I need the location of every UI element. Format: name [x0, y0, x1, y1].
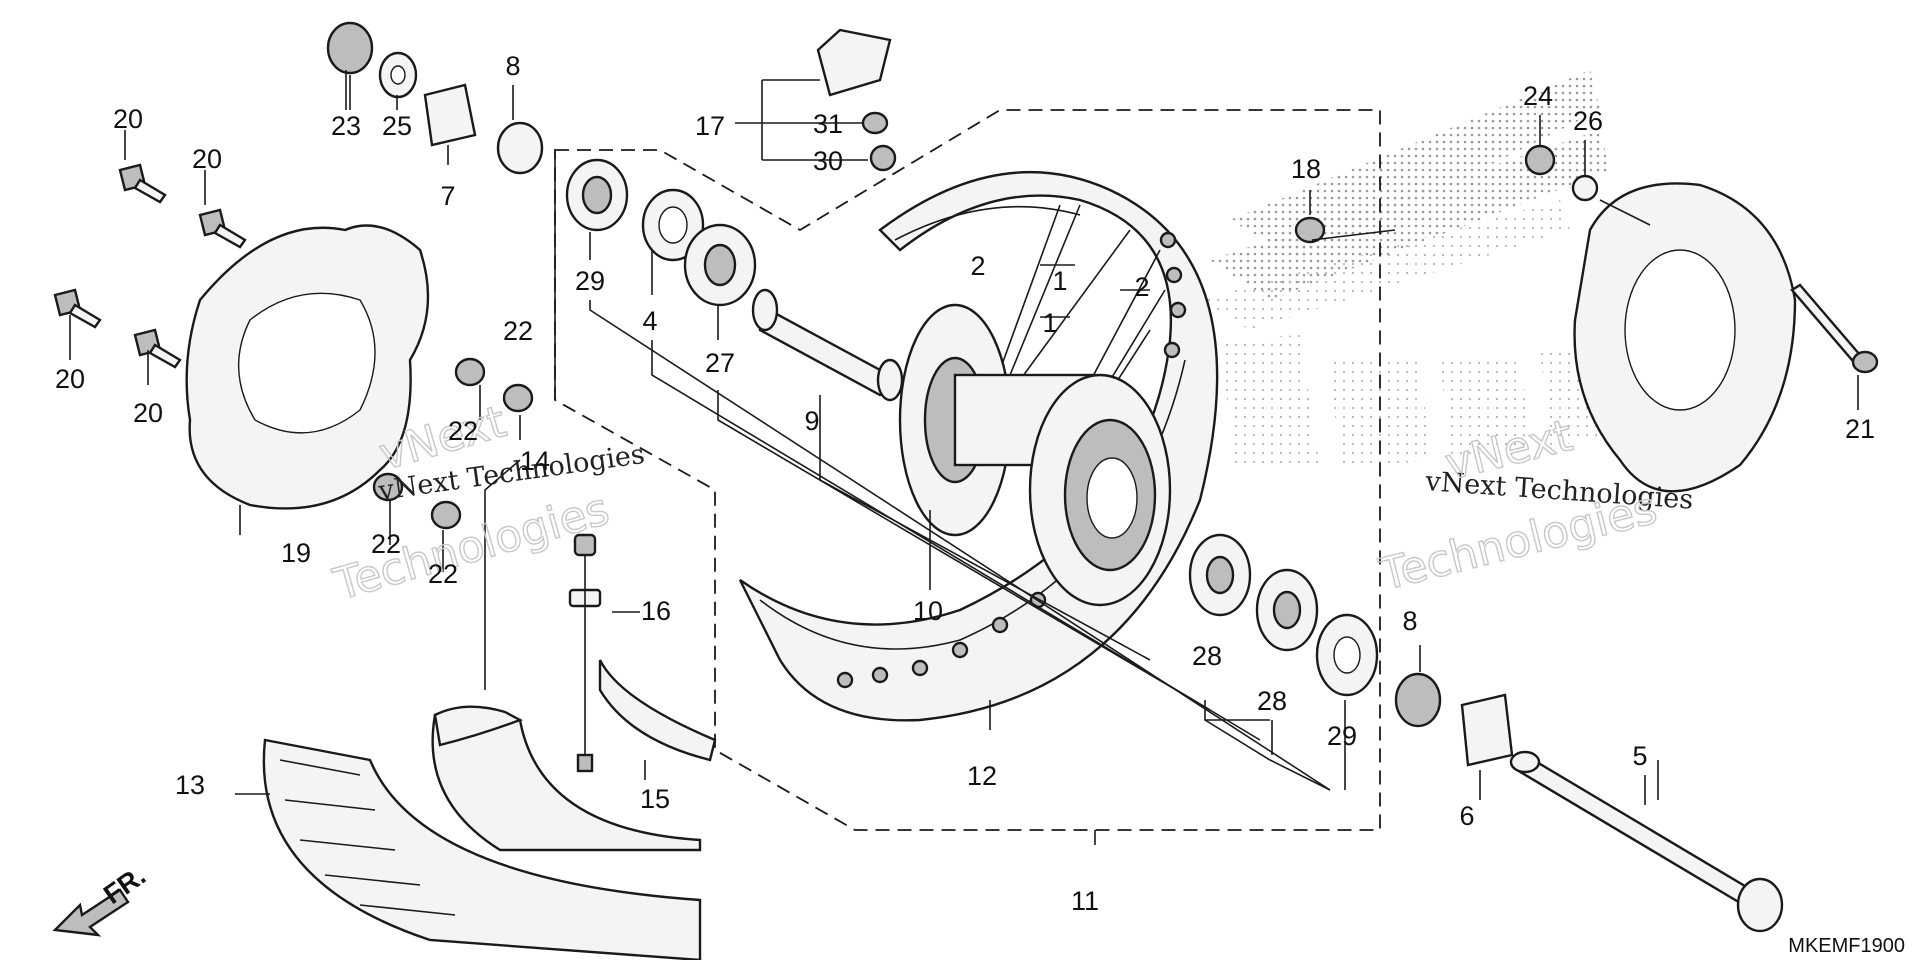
- callout-label: 23: [331, 111, 361, 141]
- callout-label: 20: [55, 364, 85, 394]
- valve-stem: [568, 533, 602, 773]
- disc-bolts: [53, 163, 247, 369]
- callout-label: 8: [1402, 606, 1417, 636]
- callout-label: 11: [1071, 886, 1099, 916]
- disc-nuts: [372, 357, 534, 530]
- callout-label: 22: [503, 316, 533, 346]
- callout-label: 28: [1257, 686, 1287, 716]
- callout-label: 22: [371, 529, 401, 559]
- spoke-nipples: [836, 231, 1187, 689]
- rear-sprocket: [1573, 182, 1797, 493]
- right-collars: [1394, 672, 1514, 767]
- callout-label: 17: [695, 111, 725, 141]
- callout-label: 20: [113, 104, 143, 134]
- callout-label: 1: [1042, 308, 1057, 338]
- callout-label: 30: [813, 146, 843, 176]
- callout-label: 7: [440, 181, 455, 211]
- callout-label: 5: [1632, 741, 1647, 771]
- tyre: [262, 738, 702, 960]
- callout-label: 31: [813, 109, 843, 139]
- axle: [1509, 750, 1784, 933]
- callout-label: 9: [804, 406, 819, 436]
- callout-label: 8: [505, 51, 520, 81]
- callout-label: 26: [1573, 106, 1603, 136]
- callout-label: 1: [1052, 266, 1067, 296]
- callout-label: 29: [575, 266, 605, 296]
- callout-label: 20: [133, 398, 163, 428]
- callout-label: 27: [705, 348, 735, 378]
- callout-label: 14: [520, 446, 550, 476]
- callout-label: 18: [1291, 154, 1321, 184]
- callout-label: 15: [640, 784, 670, 814]
- rim-band: [598, 659, 717, 762]
- callout-label: 25: [382, 111, 412, 141]
- left-collars: [326, 21, 544, 175]
- callout-label: 21: [1845, 414, 1875, 444]
- spoke-nipple: [1294, 216, 1326, 244]
- callout-label: 28: [1192, 641, 1222, 671]
- left-bearings: [565, 158, 757, 307]
- wheel-hub: [898, 303, 1172, 607]
- assembly-boundary: [554, 109, 1381, 831]
- callouts: 1 1 2 2 4 5 6 7 8 8 9 10 11 12 13 14 15 …: [55, 51, 1875, 916]
- leader-lines: [69, 70, 1859, 845]
- axle-sleeve: [751, 288, 904, 402]
- sprocket-hardware: [1524, 144, 1879, 374]
- front-direction-arrow: FR.: [52, 860, 151, 937]
- callout-label: 19: [281, 538, 311, 568]
- callout-label: 12: [967, 761, 997, 791]
- rim-lock: [816, 28, 897, 172]
- right-bearings: [1188, 533, 1379, 697]
- callout-label: 4: [642, 306, 657, 336]
- callout-label: 20: [192, 144, 222, 174]
- callout-label: 22: [448, 416, 478, 446]
- callout-label: 2: [1134, 272, 1149, 302]
- callout-label: 6: [1459, 801, 1474, 831]
- brand-wing-logo: [1200, 70, 1620, 470]
- callout-label: 10: [913, 596, 943, 626]
- callout-label: 22: [428, 559, 458, 589]
- callout-label: 29: [1327, 721, 1357, 751]
- callout-label: 13: [175, 770, 205, 800]
- reference-code: MKEMF1900: [1788, 935, 1905, 957]
- inner-tube: [431, 705, 702, 852]
- callout-label: 2: [970, 251, 985, 281]
- brake-disc: [185, 224, 430, 510]
- callout-label: 16: [641, 596, 671, 626]
- callout-label: 24: [1523, 81, 1553, 111]
